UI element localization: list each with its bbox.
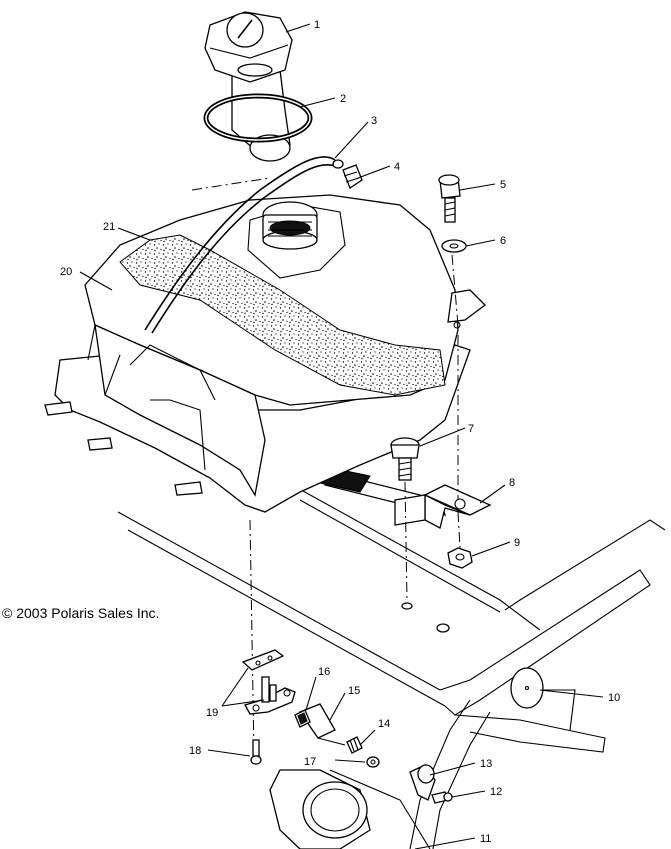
washer-6 [441,239,467,253]
frame-rails [117,469,666,849]
callout-19: 19 [206,707,218,719]
screw-12 [431,791,453,804]
leader-lines [79,23,604,849]
callout-1: 1 [314,19,320,31]
filter-14 [346,736,363,754]
callout-10: 10 [608,692,620,704]
clamp-13 [409,764,436,801]
copyright-notice: © 2003 Polaris Sales Inc. [2,605,159,621]
callout-7: 7 [468,423,474,435]
screw-18 [250,739,262,765]
callout-13: 13 [480,758,492,770]
callout-18: 18 [189,745,201,757]
canister-11 [269,769,371,849]
callout-3: 3 [371,115,377,127]
callout-21: 21 [103,221,115,233]
bolt-5 [438,174,461,223]
callout-11: 11 [480,833,491,845]
bracket-8 [394,484,492,529]
callout-6: 6 [500,235,506,247]
callout-17: 17 [304,756,316,768]
callout-8: 8 [509,477,515,489]
frame-holes [401,602,450,633]
assembly-lines [191,177,461,756]
o-ring [203,93,313,143]
callout-12: 12 [490,786,502,798]
callout-15: 15 [348,685,360,697]
callout-16: 16 [318,666,330,678]
washer-17 [366,756,380,768]
fuel-cap [204,11,293,162]
callout-14: 14 [378,718,390,730]
hose-clamp-16 [294,709,311,728]
fuel-line-15 [299,703,346,746]
bolt-7 [390,437,420,481]
callout-9: 9 [514,537,520,549]
callout-20: 20 [60,266,72,278]
callout-labels: 1 2 3 4 5 6 7 8 9 10 11 12 13 14 15 16 1… [60,19,620,845]
foam-pad [119,234,446,396]
plate-10 [510,667,544,709]
petcock-19 [241,649,296,715]
callout-2: 2 [340,93,346,105]
callout-5: 5 [500,179,506,191]
vent-hose [144,156,344,334]
callout-4: 4 [394,161,400,173]
nut-9 [447,547,473,569]
vent-fitting [342,164,363,189]
